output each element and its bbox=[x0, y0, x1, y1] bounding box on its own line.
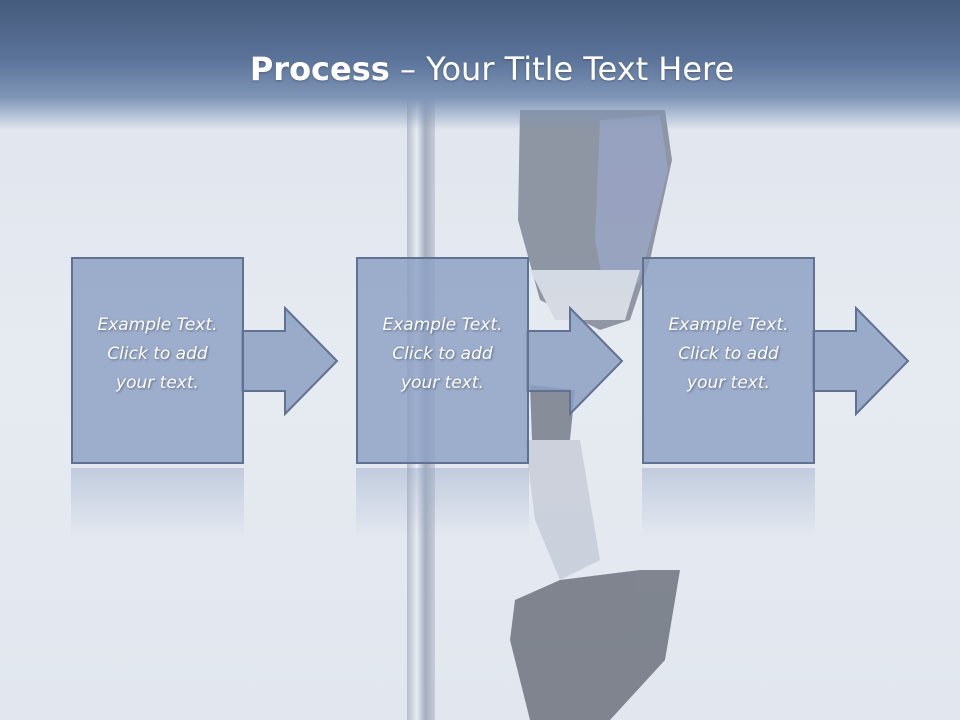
step-text[interactable]: Example Text. Click to add your text. bbox=[644, 311, 813, 398]
title-bar bbox=[0, 0, 960, 130]
block-reflection-2 bbox=[356, 468, 529, 538]
step-text[interactable]: Example Text. Click to add your text. bbox=[73, 311, 242, 398]
step-text-line: Click to add bbox=[392, 344, 493, 364]
step-text-line: your text. bbox=[116, 373, 199, 393]
title-bold: Process bbox=[249, 50, 390, 88]
waist bbox=[530, 270, 640, 320]
process-step-1[interactable]: Example Text. Click to add your text. bbox=[71, 257, 244, 464]
right-arrow-icon bbox=[812, 306, 910, 416]
figure bbox=[510, 110, 680, 720]
shorts bbox=[530, 385, 575, 440]
boots bbox=[510, 570, 680, 720]
top-panel bbox=[595, 115, 668, 320]
step-text[interactable]: Example Text. Click to add your text. bbox=[358, 311, 527, 398]
process-step-3[interactable]: Example Text. Click to add your text. bbox=[642, 257, 815, 464]
step-text-line: your text. bbox=[687, 373, 770, 393]
step-text-line: Click to add bbox=[107, 344, 208, 364]
process-step-2[interactable]: Example Text. Click to add your text. bbox=[356, 257, 529, 464]
right-arrow-icon bbox=[526, 306, 624, 416]
step-text-line: Example Text. bbox=[668, 315, 789, 335]
title-rest: – Your Title Text Here bbox=[389, 50, 735, 88]
block-reflection-1 bbox=[71, 468, 244, 538]
step-text-line: Click to add bbox=[678, 344, 779, 364]
right-arrow-icon bbox=[241, 306, 339, 416]
step-text-line: Example Text. bbox=[382, 315, 503, 335]
step-text-line: Example Text. bbox=[97, 315, 218, 335]
step-text-line: your text. bbox=[401, 373, 484, 393]
legs bbox=[525, 440, 600, 580]
block-reflection-3 bbox=[642, 468, 815, 538]
slide-title[interactable]: Process – Your Title Text Here bbox=[0, 50, 960, 88]
